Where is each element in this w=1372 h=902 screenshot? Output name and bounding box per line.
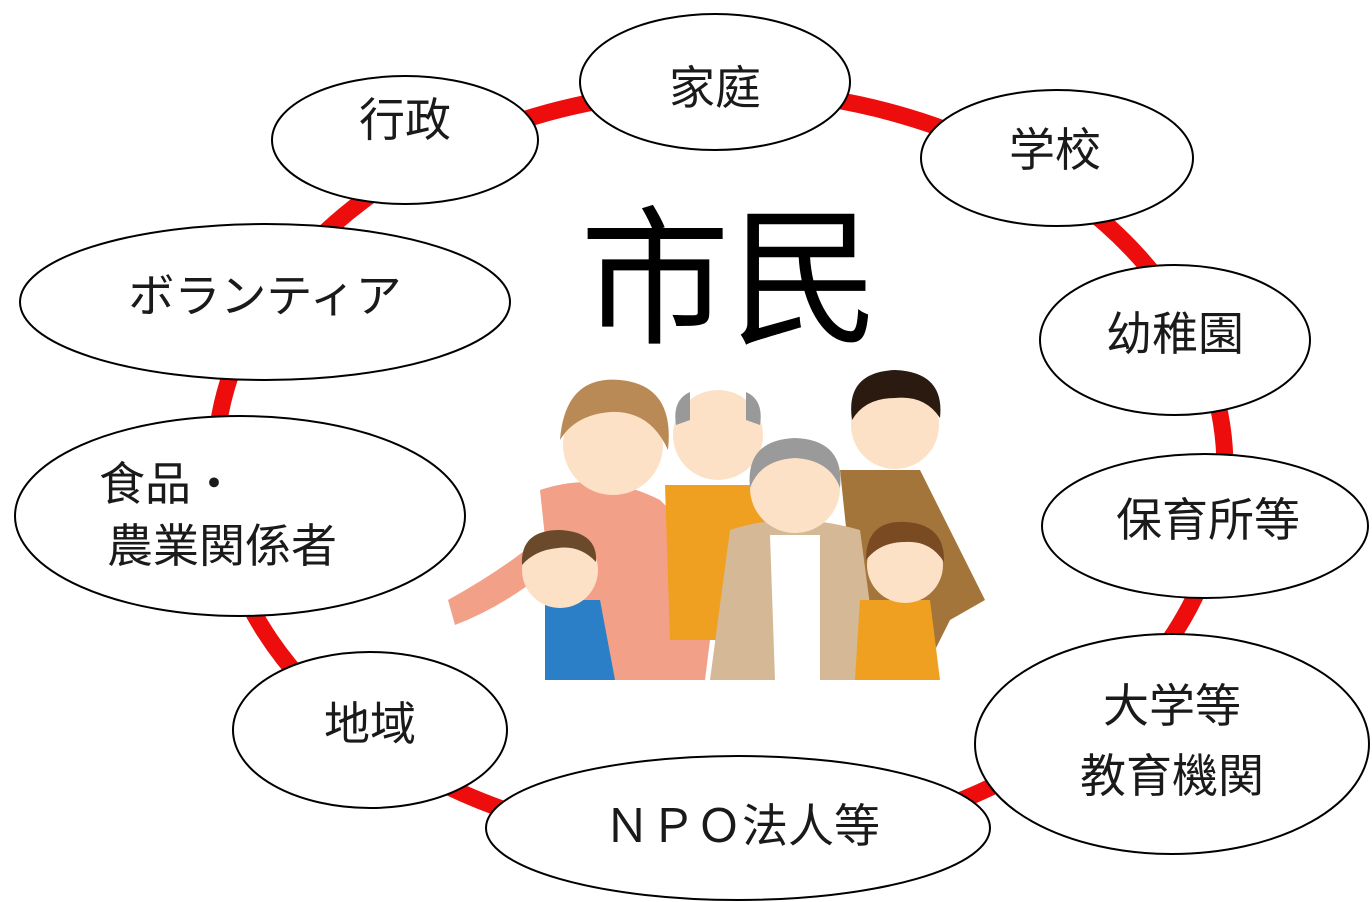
node-volunteer: ボランティア	[19, 223, 511, 381]
node-label: ボランティア	[128, 269, 401, 323]
node-label: 食品・	[99, 457, 237, 511]
family-illustration	[448, 370, 985, 680]
node-label: 学校	[1009, 123, 1101, 177]
node-yochien: 幼稚園	[1039, 264, 1311, 416]
node-label: 保育所等	[1116, 493, 1300, 547]
node-label: 農業関係者	[107, 519, 337, 573]
node-label: 大学等	[1103, 679, 1241, 733]
node-hoikusho: 保育所等	[1041, 453, 1369, 599]
node-shokuhin: 食品・ 農業関係者	[14, 415, 466, 617]
node-label: 行政	[359, 93, 451, 147]
node-label: ＮＰＯ法人等	[604, 799, 880, 853]
node-label: 教育機関	[1080, 749, 1264, 803]
node-gyosei: 行政	[271, 75, 539, 205]
girl-figure	[855, 521, 945, 680]
node-daigaku: 大学等 教育機関	[974, 633, 1370, 855]
grandmother-figure	[710, 438, 880, 680]
node-katei: 家庭	[579, 13, 851, 151]
node-label: 地域	[324, 697, 416, 751]
node-npo: ＮＰＯ法人等	[485, 755, 991, 901]
node-label: 家庭	[669, 61, 761, 115]
boy-figure	[521, 530, 615, 680]
node-gakko: 学校	[920, 89, 1194, 227]
center-title: 市民	[580, 194, 880, 368]
node-label: 幼稚園	[1106, 307, 1244, 361]
node-chiiki: 地域	[232, 651, 508, 809]
